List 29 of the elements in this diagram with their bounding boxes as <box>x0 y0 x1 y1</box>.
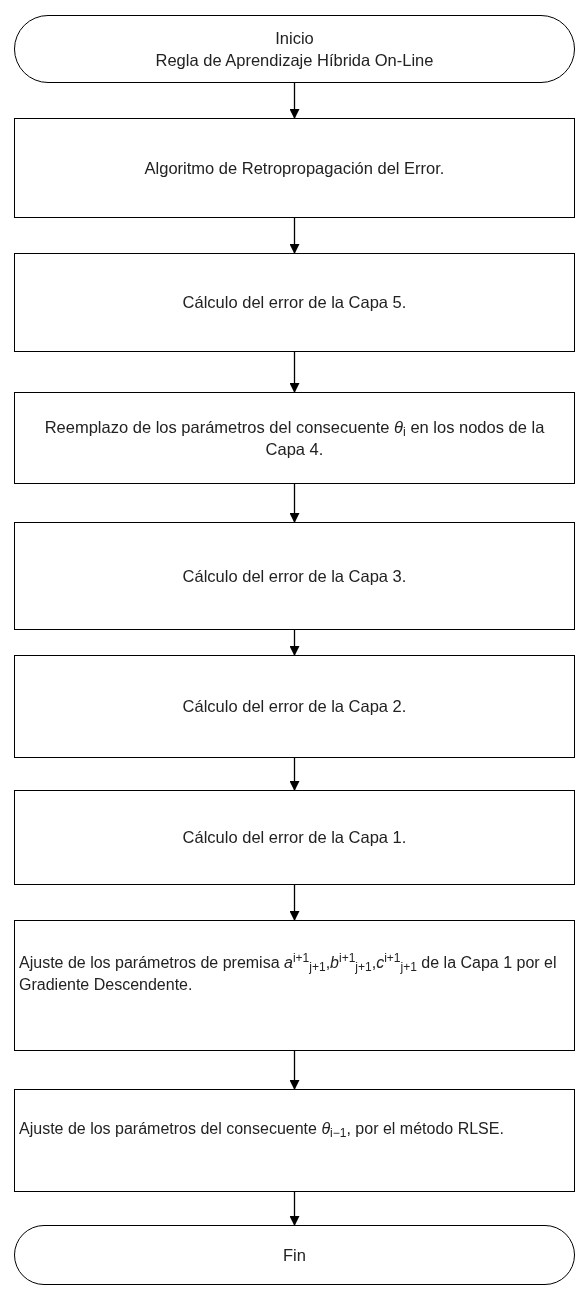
step-text: Cálculo del error de la Capa 1. <box>182 827 407 849</box>
arrow <box>289 884 300 921</box>
arrow <box>289 629 300 656</box>
arrow <box>289 757 300 791</box>
step-text: Cálculo del error de la Capa 3. <box>182 565 407 587</box>
step-text: Cálculo del error de la Capa 5. <box>182 292 407 314</box>
step-text: Regla de Aprendizaje Híbrida On-Line <box>155 50 434 71</box>
step-text: Reemplazo de los parámetros del consecuente θ$_{i}$ en los nodos de la Capa 4. <box>43 416 546 460</box>
step-text: Algoritmo de Retropropagación del Error. <box>144 157 445 179</box>
arrow <box>289 217 300 254</box>
process-box <box>14 1089 575 1192</box>
step-text: Ajuste de los parámetros de premisa a$^{i+1}$$_{j+1}$,b$^{i+1}$$_{j+1}$,c$^{i+1}$$_{j+1}$ de la Capa 1 por el Gradiente Descendente. <box>19 951 558 995</box>
arrow <box>289 483 300 523</box>
process-box <box>14 392 575 484</box>
step-text: Ajuste de los parámetros del consecuente θ$_{i−1}$, por el método RLSE. <box>19 1118 504 1140</box>
arrow <box>289 351 300 393</box>
terminal-shape <box>14 1225 575 1285</box>
arrow <box>289 82 300 119</box>
process-box <box>14 253 575 352</box>
process-box <box>14 790 575 885</box>
step-text: Cálculo del error de la Capa 2. <box>182 696 407 718</box>
process-box <box>14 522 575 630</box>
process-box <box>14 920 575 1051</box>
step-text: Fin <box>283 1244 306 1266</box>
step-text: Inicio <box>275 27 314 49</box>
process-box <box>14 655 575 758</box>
arrow <box>289 1191 300 1226</box>
process-box <box>14 118 575 218</box>
arrow <box>289 1050 300 1090</box>
